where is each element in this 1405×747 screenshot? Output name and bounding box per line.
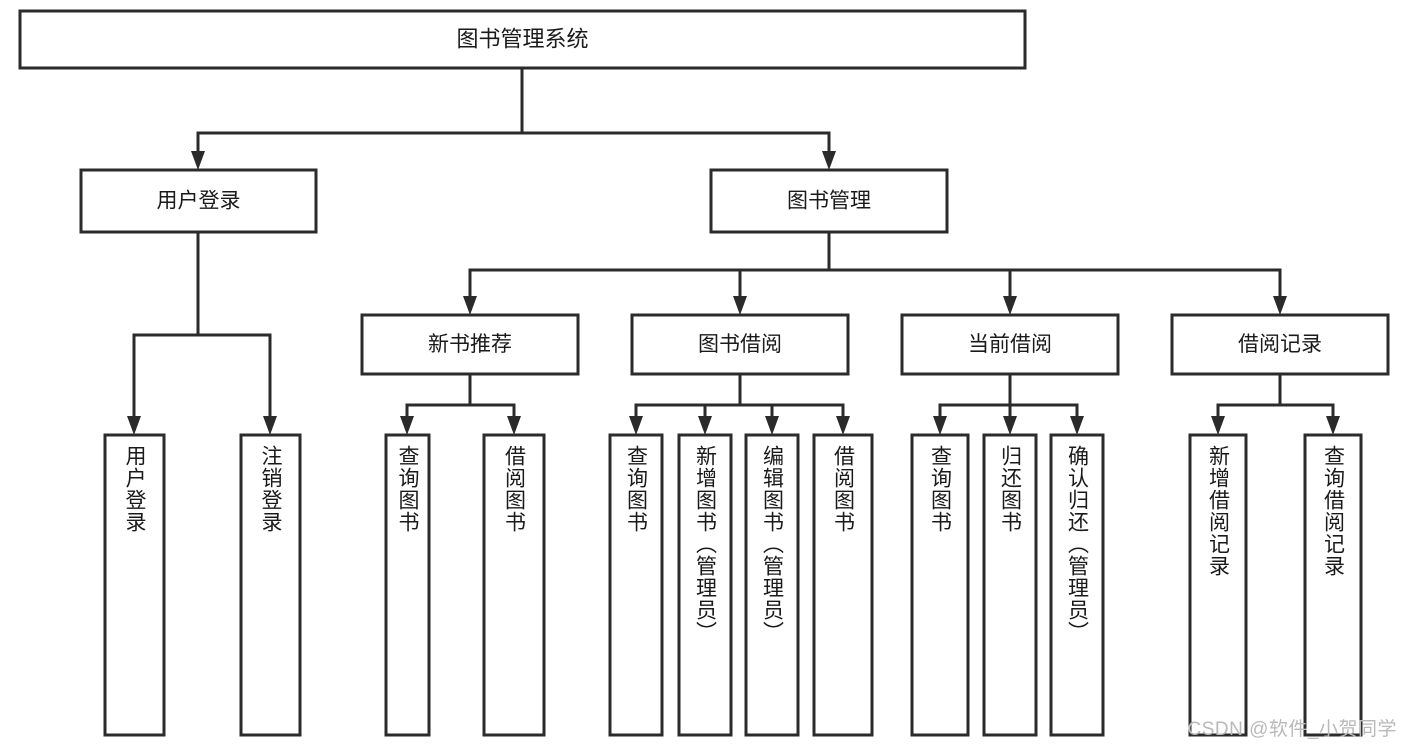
- node-level3-2[interactable]: 当前借阅: [900, 313, 1120, 376]
- node-leaf-6[interactable]: [744, 433, 800, 737]
- arrow-head-icon: [933, 416, 947, 435]
- arrow-head-icon: [127, 416, 141, 435]
- node-level2-0-label: 用户登录: [157, 190, 241, 213]
- node-level2-1[interactable]: 图书管理: [709, 168, 949, 234]
- node-level3-2-label: 当前借阅: [968, 333, 1052, 356]
- node-level3-0-label: 新书推荐: [428, 333, 512, 356]
- arrow-head-icon: [463, 296, 477, 315]
- edges-borrow-to-leaves: [629, 372, 850, 435]
- node-leaf-1[interactable]: [239, 433, 302, 737]
- arrow-head-icon: [1211, 416, 1225, 435]
- node-leaf-10[interactable]: [1049, 433, 1105, 737]
- node-root[interactable]: 图书管理系统: [18, 9, 1027, 70]
- node-level3-0[interactable]: 新书推荐: [360, 313, 580, 376]
- node-leaf-5[interactable]: [677, 433, 733, 737]
- node-leaf-9[interactable]: [982, 433, 1038, 737]
- watermark-text: CSDN @软件_小贺同学: [1187, 719, 1397, 740]
- edges-record-to-leaves: [1211, 372, 1340, 435]
- edges-newbook-to-leaves: [400, 372, 521, 435]
- arrow-head-icon: [1070, 416, 1084, 435]
- edges-current-to-leaves: [933, 372, 1084, 435]
- edges-books-to-level3: [463, 230, 1287, 315]
- node-level3-3-label: 借阅记录: [1238, 333, 1322, 356]
- node-leaf-8[interactable]: [910, 433, 970, 737]
- node-root-label: 图书管理系统: [456, 26, 588, 51]
- arrow-head-icon: [1273, 296, 1287, 315]
- arrow-head-icon: [1326, 416, 1340, 435]
- arrow-head-icon: [191, 151, 205, 170]
- arrow-head-icon: [507, 416, 521, 435]
- node-leaf-12[interactable]: [1303, 433, 1363, 737]
- edges-root-to-level2: [191, 66, 836, 170]
- connectors-layer: [127, 66, 1340, 435]
- node-level2-0[interactable]: 用户登录: [79, 168, 318, 234]
- arrow-head-icon: [1003, 416, 1017, 435]
- arrow-head-icon: [822, 151, 836, 170]
- node-leaf-3[interactable]: [482, 433, 546, 737]
- node-leaf-11[interactable]: [1188, 433, 1248, 737]
- edges-userlogin-to-leaves: [127, 230, 277, 435]
- arrow-head-icon: [698, 416, 712, 435]
- node-level2-1-label: 图书管理: [787, 190, 871, 213]
- arrow-head-icon: [263, 416, 277, 435]
- node-leaf-2[interactable]: [384, 433, 431, 737]
- arrow-head-icon: [733, 296, 747, 315]
- node-leaf-4[interactable]: [608, 433, 664, 737]
- node-leaf-0[interactable]: [103, 433, 166, 737]
- node-level3-1-label: 图书借阅: [698, 333, 782, 356]
- node-level3-1[interactable]: 图书借阅: [630, 313, 850, 376]
- arrow-head-icon: [629, 416, 643, 435]
- node-level3-3[interactable]: 借阅记录: [1170, 313, 1390, 376]
- arrow-head-icon: [400, 416, 414, 435]
- arrow-head-icon: [836, 416, 850, 435]
- node-leaf-7[interactable]: [812, 433, 874, 737]
- arrow-head-icon: [1003, 296, 1017, 315]
- arrow-head-icon: [765, 416, 779, 435]
